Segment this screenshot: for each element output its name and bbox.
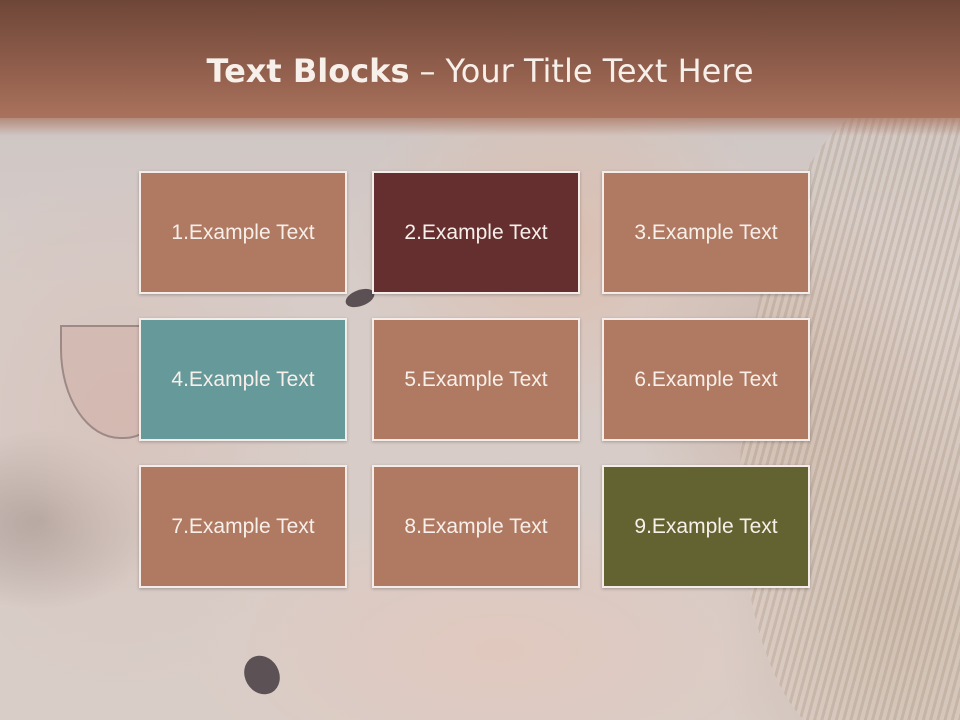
text-block-9[interactable]: 9.Example Text: [602, 465, 810, 588]
title-bold: Text Blocks: [206, 52, 410, 90]
title-separator: –: [419, 52, 436, 90]
text-block-1[interactable]: 1.Example Text: [139, 171, 347, 294]
header-band: [0, 0, 960, 136]
text-block-5[interactable]: 5.Example Text: [372, 318, 580, 441]
text-block-7[interactable]: 7.Example Text: [139, 465, 347, 588]
text-block-8[interactable]: 8.Example Text: [372, 465, 580, 588]
text-block-6[interactable]: 6.Example Text: [602, 318, 810, 441]
text-blocks-grid: 1.Example Text 2.Example Text 3.Example …: [139, 171, 815, 593]
title-rest: Your Title Text Here: [445, 52, 754, 90]
page-title: Text Blocks–Your Title Text Here: [0, 52, 960, 90]
text-block-3[interactable]: 3.Example Text: [602, 171, 810, 294]
text-block-2[interactable]: 2.Example Text: [372, 171, 580, 294]
text-block-4[interactable]: 4.Example Text: [139, 318, 347, 441]
